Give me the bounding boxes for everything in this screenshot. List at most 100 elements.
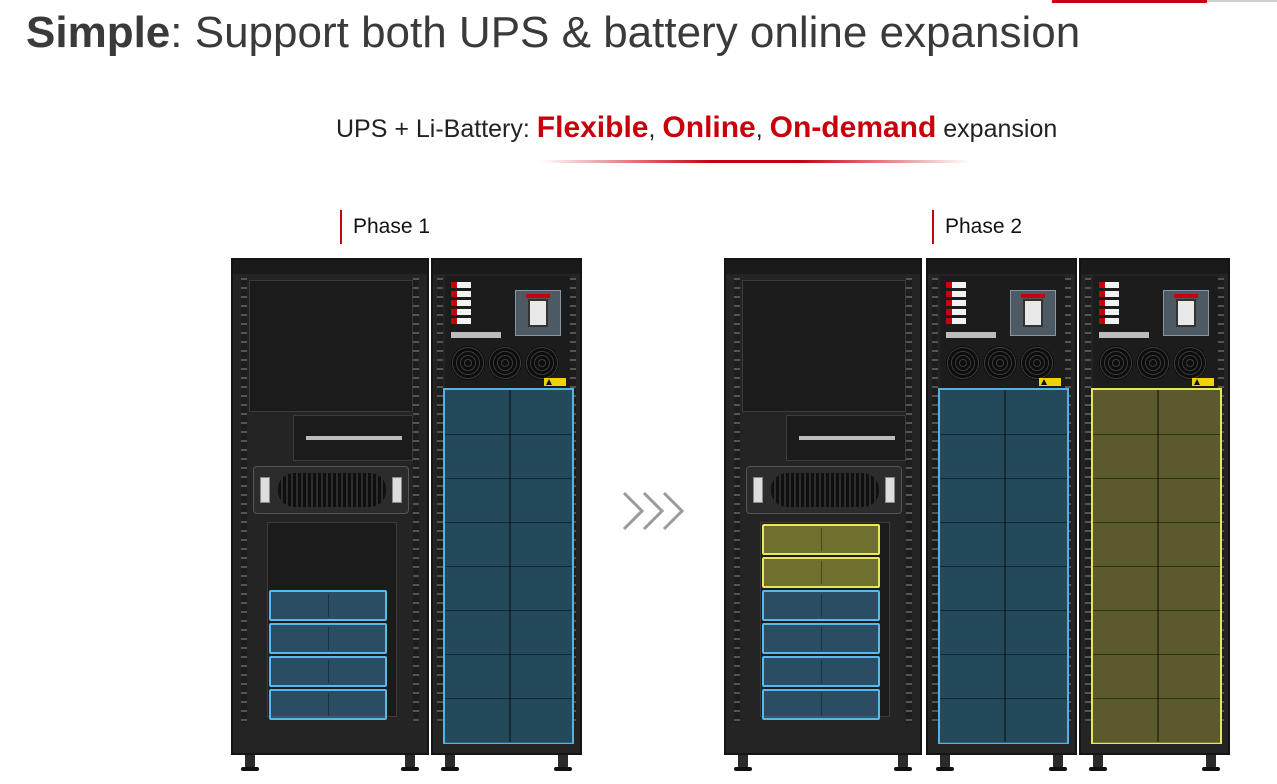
subtitle-underline <box>540 160 970 163</box>
battery-row <box>1093 698 1220 743</box>
mounting-rail <box>437 278 443 723</box>
warning-labels <box>946 282 966 327</box>
circuit-breaker <box>1010 290 1056 336</box>
blank-panel <box>742 280 906 412</box>
power-module-grille <box>771 473 879 507</box>
fan-icon <box>983 346 1017 380</box>
power-module <box>253 466 409 514</box>
battery-row <box>940 390 1067 435</box>
fan-icon <box>488 346 522 380</box>
switch-panel <box>940 276 1065 388</box>
cabinet-foot <box>894 755 912 771</box>
battery-row <box>940 654 1067 699</box>
warning-labels <box>1099 282 1119 327</box>
fan-icon <box>451 346 485 380</box>
warning-label <box>1099 282 1119 288</box>
warning-sign <box>1039 378 1061 386</box>
warning-label <box>946 309 966 315</box>
battery-row <box>940 522 1067 567</box>
warning-label <box>946 300 966 306</box>
battery-row <box>445 654 572 699</box>
battery-row <box>1093 654 1220 699</box>
battery-row <box>1093 434 1220 479</box>
fan-tray <box>946 346 1054 380</box>
fan-tray <box>451 346 559 380</box>
mounting-rail <box>734 278 740 723</box>
added-battery-module <box>762 524 880 555</box>
battery-module <box>762 656 880 687</box>
mounting-rail <box>241 278 247 723</box>
fan-icon <box>525 346 559 380</box>
subtitle-sep2: , <box>755 115 770 143</box>
subtitle-flexible: Flexible <box>536 111 649 144</box>
busbar <box>451 332 501 338</box>
subtitle: UPS + Li-Battery: Flexible, Online, On-d… <box>336 111 1057 145</box>
cabinet-foot <box>1202 755 1220 771</box>
cabinet-foot <box>734 755 752 771</box>
battery-row <box>1093 522 1220 567</box>
cabinet-foot <box>401 755 419 771</box>
warning-label <box>451 300 471 306</box>
mounting-rail <box>1085 278 1091 723</box>
battery-row <box>445 390 572 435</box>
cabinet-top <box>928 260 1075 274</box>
warning-label <box>1099 300 1119 306</box>
warning-label <box>946 282 966 288</box>
warning-label <box>451 318 471 324</box>
top-accent-bar-gray <box>1207 0 1277 2</box>
battery-row <box>1093 566 1220 611</box>
circuit-breaker <box>515 290 561 336</box>
fan-icon <box>1136 346 1170 380</box>
cabinet-foot <box>554 755 572 771</box>
battery-pack <box>443 388 574 744</box>
switch-panel <box>445 276 570 388</box>
cabinet-foot <box>1049 755 1067 771</box>
phase-1-label: Phase 1 <box>340 210 430 244</box>
circuit-breaker <box>1163 290 1209 336</box>
breaker-red-tab <box>526 294 550 298</box>
battery-cabinet <box>431 258 582 771</box>
power-module <box>746 466 902 514</box>
battery-module <box>762 623 880 654</box>
module-handle <box>753 477 763 503</box>
page-title: Simple: Support both UPS & battery onlin… <box>26 8 1080 58</box>
warning-label <box>946 291 966 297</box>
phase-2-label: Phase 2 <box>932 210 1022 244</box>
subtitle-online: Online <box>662 111 756 144</box>
cabinet-foot <box>1089 755 1107 771</box>
subtitle-prefix: UPS + Li-Battery: <box>336 115 537 143</box>
page-title-bold: Simple <box>26 8 171 57</box>
top-accent-bar <box>1052 0 1207 3</box>
cabinet-foot <box>936 755 954 771</box>
battery-row <box>940 478 1067 523</box>
fan-icon <box>946 346 980 380</box>
battery-row <box>940 566 1067 611</box>
cabinet-top <box>1081 260 1228 274</box>
cabinet-top <box>726 260 920 274</box>
battery-row <box>445 566 572 611</box>
battery-row <box>445 434 572 479</box>
fan-icon <box>1099 346 1133 380</box>
warning-label <box>451 309 471 315</box>
switch-panel <box>1093 276 1218 388</box>
mounting-rail <box>932 278 938 723</box>
battery-row <box>445 522 572 567</box>
warning-label <box>946 318 966 324</box>
ups-cabinet <box>231 258 429 771</box>
busbar <box>1099 332 1149 338</box>
warning-labels <box>451 282 471 327</box>
module-connector-strip <box>306 436 402 440</box>
subtitle-suffix: expansion <box>936 115 1058 143</box>
module-handle <box>392 477 402 503</box>
warning-label <box>451 282 471 288</box>
battery-module <box>762 689 880 720</box>
battery-row <box>1093 390 1220 435</box>
control-module <box>786 415 906 461</box>
added-battery-module <box>762 557 880 588</box>
cabinet-top <box>433 260 580 274</box>
ups-cabinet <box>724 258 922 771</box>
breaker-red-tab <box>1174 294 1198 298</box>
battery-cabinet <box>926 258 1077 771</box>
cabinet-foot <box>441 755 459 771</box>
fan-icon <box>1020 346 1054 380</box>
